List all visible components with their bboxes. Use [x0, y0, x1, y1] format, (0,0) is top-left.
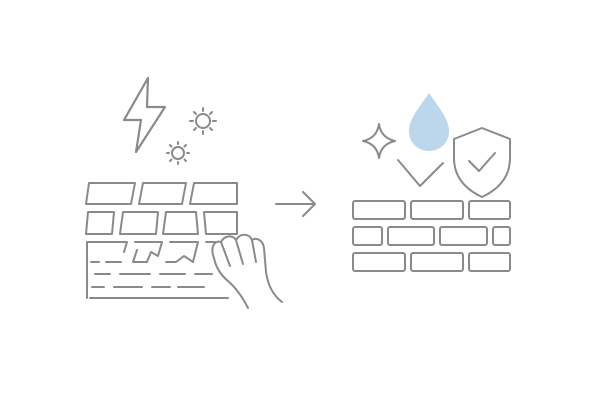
damaged-brick-wall-icon	[85, 182, 238, 299]
checkmark-icon	[397, 159, 444, 187]
arrow-right-icon	[275, 191, 316, 217]
water-drop-icon	[409, 93, 449, 151]
sparkle-icon	[362, 123, 396, 159]
sun-icon	[166, 141, 190, 165]
lightning-icon	[122, 76, 167, 154]
protected-wall-group	[352, 93, 511, 272]
brick-wall-icon	[352, 200, 511, 272]
hand-icon	[211, 233, 283, 309]
sun-icon	[189, 107, 217, 135]
shield-check-icon	[453, 127, 511, 198]
damaged-wall-group	[85, 76, 283, 309]
